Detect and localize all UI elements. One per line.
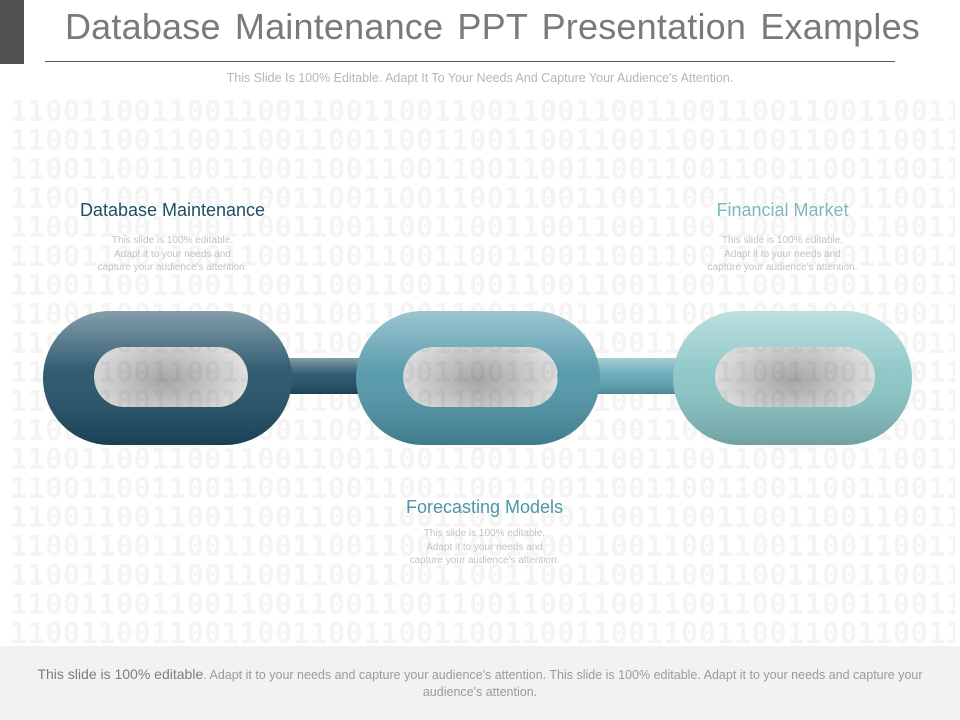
chain-link-financial-market [673,311,912,445]
footer-rest: . Adapt it to your needs and capture you… [203,668,923,699]
slide-subtitle: This Slide Is 100% Editable. Adapt It To… [226,71,734,85]
footer-text: This slide is 100% editable. Adapt it to… [18,666,942,701]
label-financial-market-text: This slide is 100% editable. Adapt it to… [707,235,858,273]
label-financial-market-heading: Financial Market [716,200,849,220]
label-database-maintenance-heading: Database Maintenance [79,200,266,220]
label-database-maintenance-text: This slide is 100% editable. Adapt it to… [97,235,248,273]
label-forecasting-models-heading: Forecasting Models [405,497,564,517]
label-forecasting-models-text: This slide is 100% editable. Adapt it to… [409,528,560,566]
footer-lead: This slide is 100% editable [37,666,204,682]
footer-bar: This slide is 100% editable. Adapt it to… [0,646,960,720]
slide-title: Database Maintenance PPT Presentation Ex… [64,6,920,47]
chain-link-forecasting-models [356,311,600,445]
corner-accent [0,0,24,64]
chain-link-database-maintenance [43,311,292,445]
title-divider [45,61,895,62]
